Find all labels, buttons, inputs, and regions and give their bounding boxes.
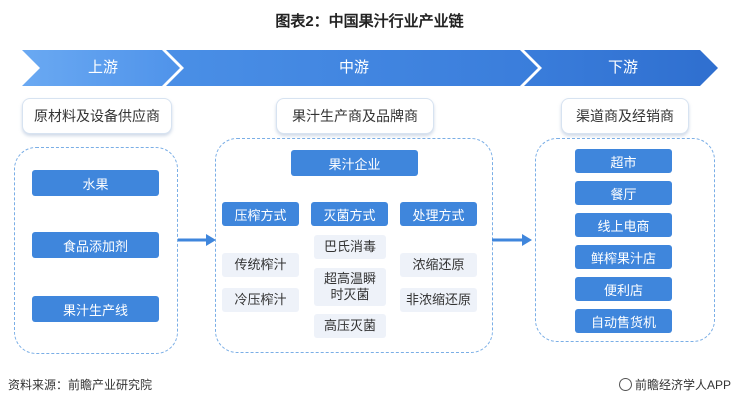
- sterilization-high-pressure: 高压灭菌: [314, 314, 386, 338]
- chevron-upstream: [22, 50, 180, 86]
- pressing-cold: 冷压榨汁: [222, 288, 299, 312]
- midstream-header-processing: 处理方式: [400, 202, 477, 226]
- brand-credit-text: 前瞻经济学人APP: [634, 378, 731, 392]
- brand-logo-icon: [618, 378, 632, 391]
- downstream-item-convenience-store: 便利店: [575, 277, 672, 301]
- downstream-item-vending-machine: 自动售货机: [575, 309, 672, 333]
- diagram-title: 图表2：中国果汁行业产业链: [275, 13, 464, 30]
- stage-midstream-label: 中游: [338, 59, 369, 76]
- sterilization-pasteurization: 巴氏消毒: [314, 235, 386, 259]
- midstream-header-sterilization: 灭菌方式: [311, 202, 388, 226]
- processing-concentrate: 浓缩还原: [400, 253, 477, 277]
- arrow-upstream-to-midstream: [178, 234, 216, 246]
- category-midstream: 果汁生产商及品牌商: [276, 98, 434, 134]
- upstream-item-additive: 食品添加剂: [32, 232, 159, 258]
- brand-credit: 前瞻经济学人APP: [618, 376, 731, 393]
- chevron-midstream: [166, 50, 538, 86]
- stage-chevrons: [22, 50, 718, 86]
- arrow-midstream-to-downstream: [492, 234, 532, 246]
- downstream-item-supermarket: 超市: [575, 149, 672, 173]
- stage-upstream-label: 上游: [87, 59, 118, 76]
- upstream-item-fruit: 水果: [32, 170, 159, 196]
- source-note: 资料来源：前瞻产业研究院: [8, 378, 153, 392]
- midstream-header-pressing: 压榨方式: [222, 202, 299, 226]
- midstream-enterprise: 果汁企业: [291, 150, 418, 176]
- pressing-traditional: 传统榨汁: [222, 253, 299, 277]
- downstream-item-ecommerce: 线上电商: [575, 213, 672, 237]
- processing-not-from-concentrate: 非浓缩还原: [400, 288, 477, 312]
- downstream-item-juice-shop: 鲜榨果汁店: [575, 245, 672, 269]
- downstream-item-restaurant: 餐厅: [575, 181, 672, 205]
- upstream-item-production-line: 果汁生产线: [32, 296, 159, 322]
- chevron-downstream: [524, 50, 718, 86]
- category-upstream: 原材料及设备供应商: [22, 98, 172, 134]
- stage-downstream-label: 下游: [607, 59, 638, 76]
- category-downstream: 渠道商及经销商: [561, 98, 689, 134]
- sterilization-uht: 超高温瞬 时灭菌: [314, 268, 386, 306]
